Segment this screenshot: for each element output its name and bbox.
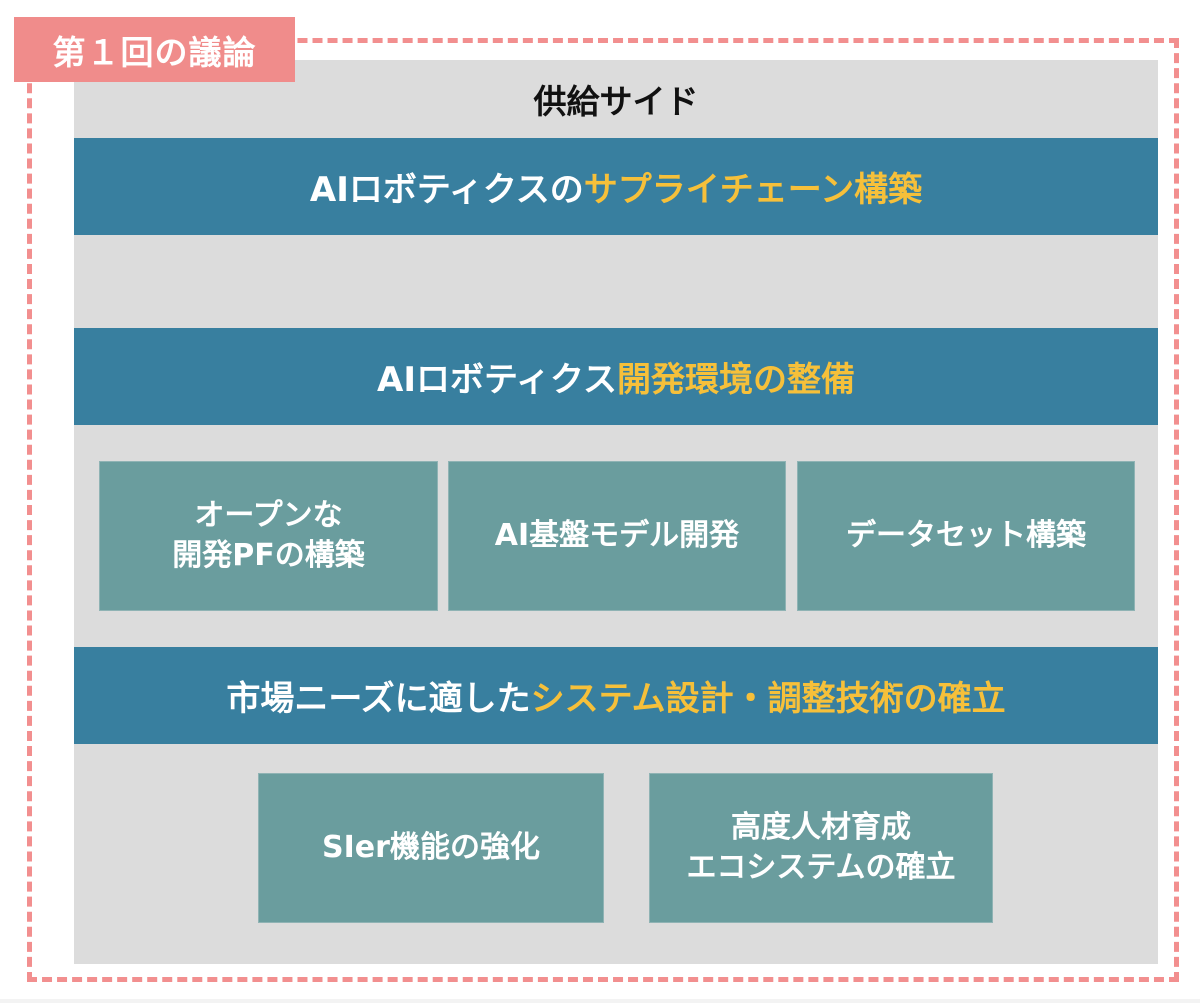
bar-system-design-plain: 市場ニーズに適した — [226, 679, 531, 719]
box-dataset-line1: データセット構築 — [846, 518, 1086, 553]
bar-dev-environment: AIロボティクス開発環境の整備 — [74, 328, 1158, 425]
bar-supply-chain: AIロボティクスのサプライチェーン構築 — [74, 138, 1158, 235]
panel-title-text: 供給サイド — [533, 82, 699, 121]
bar-dev-environment-plain: AIロボティクス — [377, 360, 617, 400]
panel-title: 供給サイド — [74, 60, 1158, 138]
box-ai-foundation-model: AI基盤モデル開発 — [448, 461, 786, 611]
dashed-frame — [27, 38, 1179, 982]
box-open-dev-platform-line1: オープンな — [194, 498, 343, 533]
page-edge — [0, 999, 1200, 1003]
box-talent-ecosystem-line1: 高度人材育成 — [731, 810, 911, 845]
bar-dev-environment-highlight: 開発環境の整備 — [616, 360, 855, 400]
supply-side-panel: 供給サイド AIロボティクスのサプライチェーン構築 AIロボティクス開発環境の整… — [74, 60, 1158, 964]
box-talent-ecosystem-line2: エコシステムの確立 — [686, 850, 956, 885]
box-dataset: データセット構築 — [797, 461, 1135, 611]
bar-supply-chain-plain: AIロボティクスの — [309, 170, 584, 210]
bar-system-design: 市場ニーズに適したシステム設計・調整技術の確立 — [74, 647, 1158, 744]
box-sier-function: SIer機能の強化 — [258, 773, 604, 923]
section-label-text: 第１回の議論 — [52, 32, 257, 72]
bar-supply-chain-highlight: サプライチェーン構築 — [583, 170, 923, 210]
box-sier-function-line1: SIer機能の強化 — [322, 830, 540, 865]
box-ai-foundation-model-line1: AI基盤モデル開発 — [494, 518, 740, 553]
box-open-dev-platform-line2: 開発PFの構築 — [172, 538, 365, 573]
bar-system-design-highlight: システム設計・調整技術の確立 — [530, 679, 1006, 719]
section-label: 第１回の議論 — [14, 17, 295, 82]
box-talent-ecosystem: 高度人材育成 エコシステムの確立 — [649, 773, 993, 923]
box-open-dev-platform: オープンな 開発PFの構築 — [99, 461, 438, 611]
